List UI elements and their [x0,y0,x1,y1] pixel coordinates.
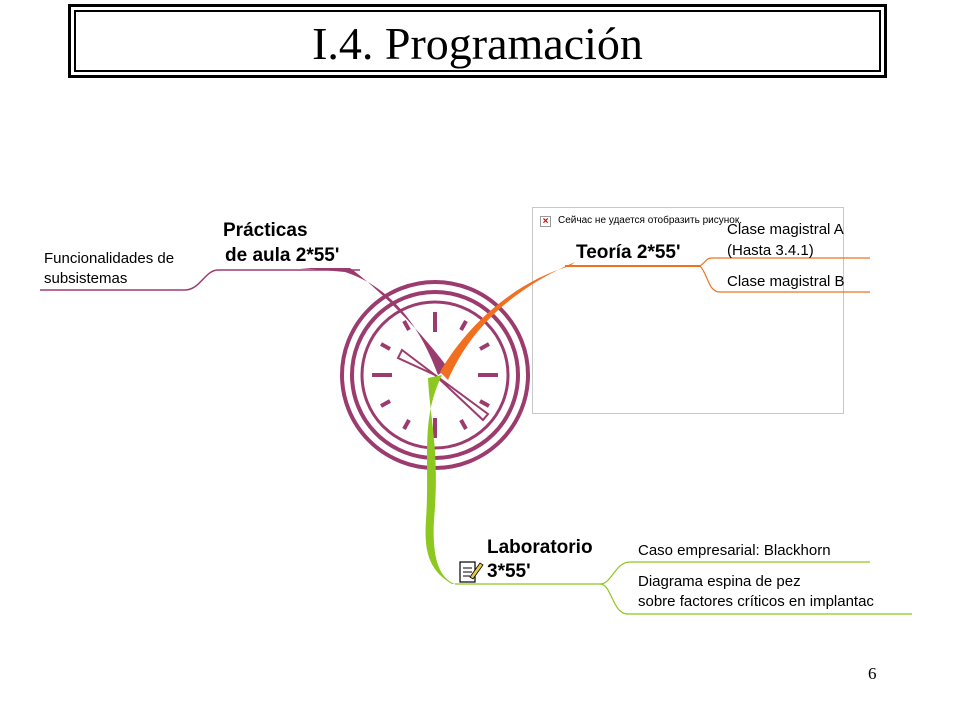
page-number: 6 [868,664,877,683]
node-practicas-line1: Prácticas [223,220,308,241]
node-clase-b: Clase magistral B [727,273,845,290]
node-practicas-line2: de aula 2*55' [225,245,340,266]
node-clase-a-line1: Clase magistral A [727,221,844,238]
node-funcionalidades-line2: subsistemas [44,270,128,287]
node-caso-empresarial: Caso empresarial: Blackhorn [638,542,831,559]
node-funcionalidades-line1: Funcionalidades de [44,250,175,267]
notepad-pencil-icon [459,561,484,583]
node-diagrama-line1: Diagrama espina de pez [638,573,801,590]
node-teoria: Teoría 2*55' [576,242,681,263]
broken-image-placeholder: × Сейчас не удается отобразить рисунок. [532,207,844,414]
broken-image-icon: × [540,216,551,227]
title-box: I.4. Programación [68,4,887,78]
branch-laboratorio [425,375,912,615]
clock-icon [340,280,530,470]
node-laboratorio-line2: 3*55' [487,561,531,582]
branch-practicas [40,268,448,375]
slide-title: I.4. Programación [312,18,643,69]
broken-image-message: Сейчас не удается отобразить рисунок. [558,215,742,226]
node-clase-a-line2: (Hasta 3.4.1) [727,242,814,259]
node-laboratorio-line1: Laboratorio [487,537,593,558]
branch-teoria [440,257,870,380]
node-diagrama-line2: sobre factores críticos en implantac [638,593,874,610]
